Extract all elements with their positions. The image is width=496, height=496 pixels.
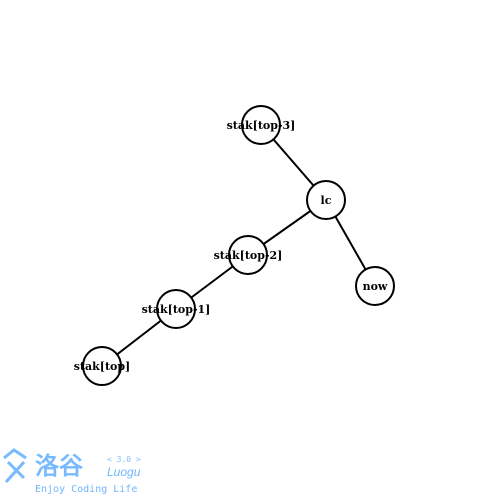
brand-label: Luogu [107, 465, 141, 479]
node-circle [306, 180, 346, 220]
luogu-logo-icon [3, 448, 27, 484]
node-label: stak[top-2] [214, 249, 283, 262]
node-label: stak[top-3] [227, 119, 296, 132]
node-label: stak[top-1] [142, 303, 211, 316]
tree-node: lc [306, 180, 346, 220]
node-circle [82, 346, 122, 386]
tree-node: now [355, 266, 395, 306]
tree-node: stak[top-2] [214, 235, 283, 275]
tree-node: stak[top-3] [227, 105, 296, 145]
tree-node: stak[top-1] [142, 289, 211, 329]
node-label: lc [321, 194, 332, 207]
luogu-watermark: 洛谷 < 3.0 > Luogu Enjoy Coding Life [3, 448, 141, 495]
node-circle [228, 235, 268, 275]
node-label: stak[top] [74, 360, 131, 373]
node-circle [241, 105, 281, 145]
node-label: now [363, 280, 388, 293]
tree-node: stak[top] [74, 346, 131, 386]
slogan-label: Enjoy Coding Life [35, 484, 137, 495]
version-label: < 3.0 > [107, 455, 141, 464]
logo-text: 洛谷 [35, 452, 84, 480]
nodes-layer: stak[top-3] lc stak[top-2] now stak[top-1] st… [74, 105, 395, 386]
node-circle [355, 266, 395, 306]
node-circle [156, 289, 196, 329]
